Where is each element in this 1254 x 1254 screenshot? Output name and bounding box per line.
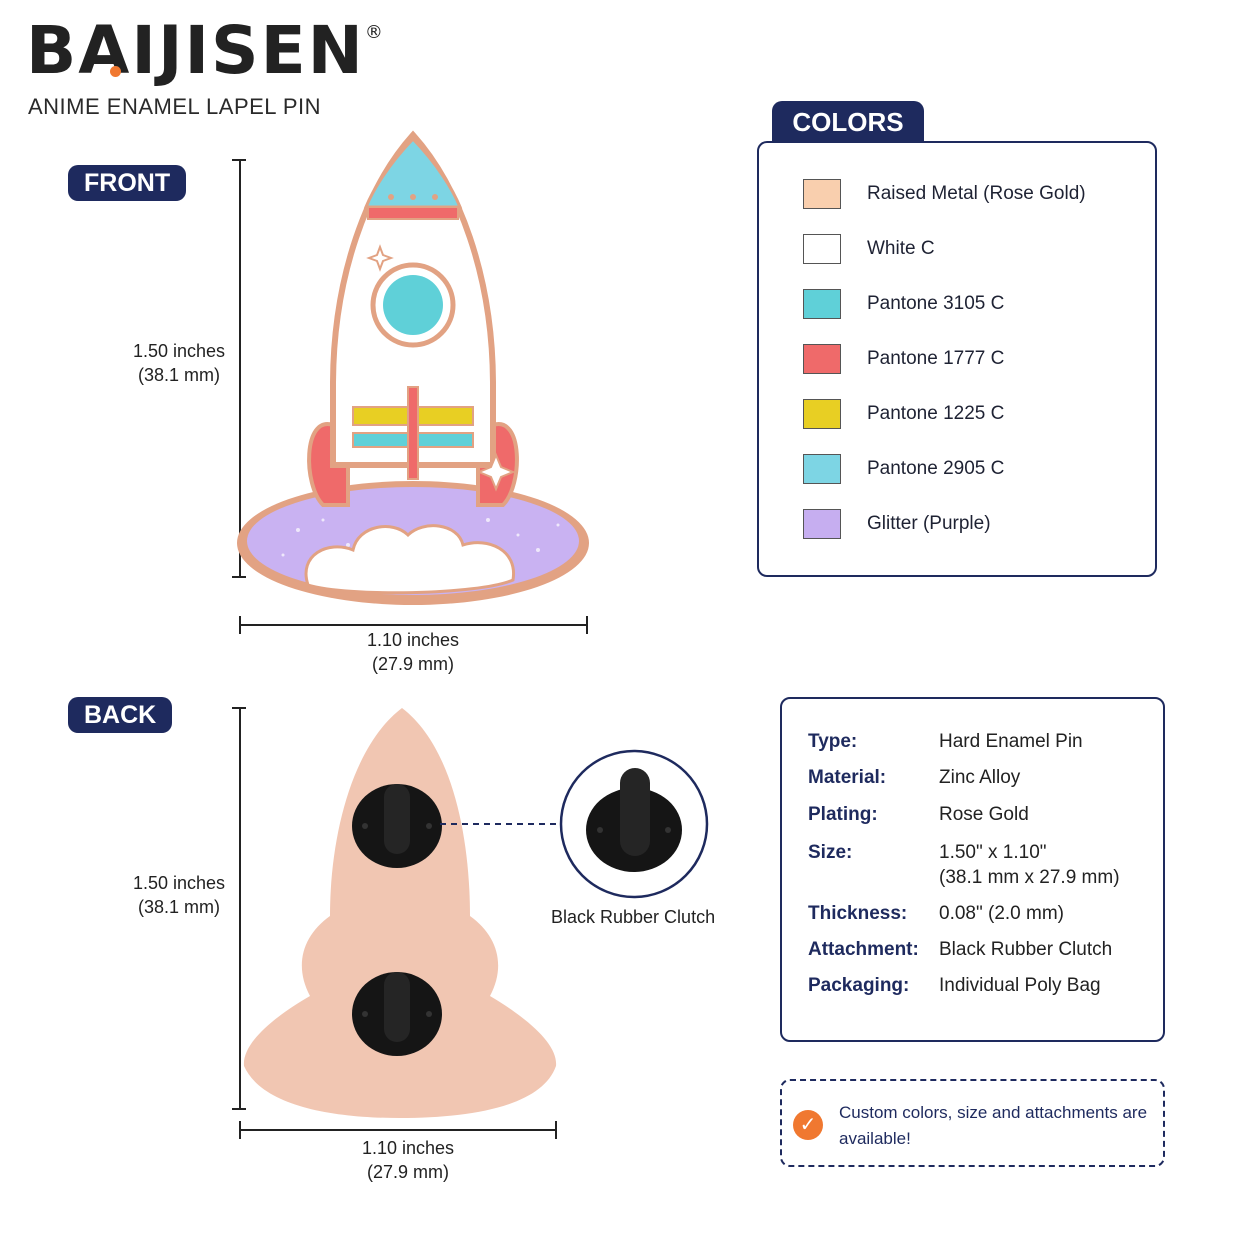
back-height-line — [239, 707, 241, 1109]
pin-center-fin — [407, 386, 419, 480]
front-width-tick-left — [239, 616, 241, 634]
color-label: Pantone 3105 C — [867, 293, 1005, 314]
spec-key-packaging: Packaging: — [808, 975, 910, 996]
spec-value-size: 1.50" x 1.10" — [939, 842, 1047, 863]
color-swatch — [803, 509, 841, 539]
clutch-label: Black Rubber Clutch — [551, 907, 716, 927]
front-label: FRONT — [68, 165, 187, 201]
color-item: Raised Metal (Rose Gold) — [803, 178, 1086, 210]
registered-mark: ® — [364, 22, 385, 43]
back-width-line — [239, 1129, 556, 1131]
spec-key-plating: Plating: — [808, 804, 878, 825]
color-label: Pantone 1777 C — [867, 348, 1005, 369]
spec-value-material: Zinc Alloy — [939, 767, 1021, 788]
clutch-callout — [440, 749, 709, 899]
back-height-tick-top — [232, 707, 246, 709]
pin-clouds — [304, 524, 515, 595]
front-height-line — [239, 159, 241, 577]
back-height-mm: (38.1 mm) — [137, 897, 220, 917]
spec-key-type: Type: — [808, 731, 858, 752]
back-height-in: 1.50 inches — [132, 873, 226, 893]
spec-value-type: Hard Enamel Pin — [939, 731, 1083, 752]
color-swatch — [803, 289, 841, 319]
color-label: Pantone 1225 C — [867, 403, 1005, 424]
brand-name: BAIJISEN — [26, 12, 365, 89]
color-item: Pantone 2905 C — [803, 453, 1004, 485]
color-label: Pantone 2905 C — [867, 458, 1005, 479]
clutch-bottom — [352, 972, 442, 1056]
back-height-label: 1.50 inches (38.1 mm) — [120, 871, 238, 919]
spec-key-attachment: Attachment: — [808, 939, 919, 960]
spec-key-material: Material: — [808, 767, 887, 788]
logo-dot — [110, 66, 121, 77]
front-width-line — [239, 624, 587, 626]
pin-window — [383, 275, 443, 335]
color-item: Pantone 1225 C — [803, 398, 1004, 430]
color-item: Glitter (Purple) — [803, 508, 991, 540]
front-height-mm: (38.1 mm) — [137, 365, 220, 385]
rocket-pin-front — [237, 130, 589, 605]
color-item: Pantone 1777 C — [803, 343, 1004, 375]
color-swatch — [803, 344, 841, 374]
glitter-sparkles — [281, 518, 560, 557]
color-swatch — [803, 399, 841, 429]
back-width-in: 1.10 inches — [361, 1138, 455, 1158]
colors-panel — [757, 141, 1157, 577]
spec-value-packaging: Individual Poly Bag — [939, 975, 1101, 996]
color-item: Pantone 3105 C — [803, 288, 1004, 320]
star-icon — [476, 452, 516, 492]
front-width-mm: (27.9 mm) — [371, 654, 454, 674]
pin-back-plate — [243, 708, 557, 1118]
back-width-tick-right — [555, 1121, 557, 1139]
front-width-label: 1.10 inches (27.9 mm) — [333, 628, 493, 676]
back-width-label: 1.10 inches (27.9 mm) — [328, 1136, 488, 1184]
brand-subtitle: ANIME ENAMEL LAPEL PIN — [28, 94, 322, 119]
back-width-tick-left — [239, 1121, 241, 1139]
check-icon: ✓ — [793, 1110, 823, 1140]
front-width-in: 1.10 inches — [366, 630, 460, 650]
back-height-tick-bottom — [232, 1108, 246, 1110]
spec-value-attachment: Black Rubber Clutch — [939, 939, 1113, 960]
color-swatch — [803, 179, 841, 209]
color-item: White C — [803, 233, 935, 265]
front-height-tick-bottom — [232, 576, 246, 578]
front-width-tick-right — [586, 616, 588, 634]
color-swatch — [803, 454, 841, 484]
front-height-label: 1.50 inches (38.1 mm) — [120, 339, 238, 387]
back-label: BACK — [68, 697, 173, 733]
color-label: White C — [867, 238, 935, 259]
pin-nose-band — [367, 206, 459, 220]
front-height-in: 1.50 inches — [132, 341, 226, 361]
front-height-tick-top — [232, 159, 246, 161]
spec-value-thickness: 0.08" (2.0 mm) — [939, 903, 1065, 924]
custom-note — [780, 1079, 1165, 1167]
specs-panel — [780, 697, 1165, 1042]
spec-key-thickness: Thickness: — [808, 903, 908, 924]
spec-value-plating: Rose Gold — [939, 804, 1029, 825]
star-icon — [366, 244, 394, 272]
back-width-mm: (27.9 mm) — [366, 1162, 449, 1182]
spec-key-size: Size: — [808, 842, 853, 863]
colors-title: COLORS — [772, 101, 924, 143]
custom-note-text: Custom colors, size and attachments are … — [839, 1103, 1148, 1148]
rocket-pin-back — [243, 708, 557, 1118]
brand-logo: BAIJISEN® — [26, 18, 385, 84]
color-label: Glitter (Purple) — [867, 513, 991, 534]
color-swatch — [803, 234, 841, 264]
spec-value-size-mm: (38.1 mm x 27.9 mm) — [939, 867, 1120, 888]
clutch-top — [352, 784, 442, 868]
color-label: Raised Metal (Rose Gold) — [867, 183, 1086, 204]
